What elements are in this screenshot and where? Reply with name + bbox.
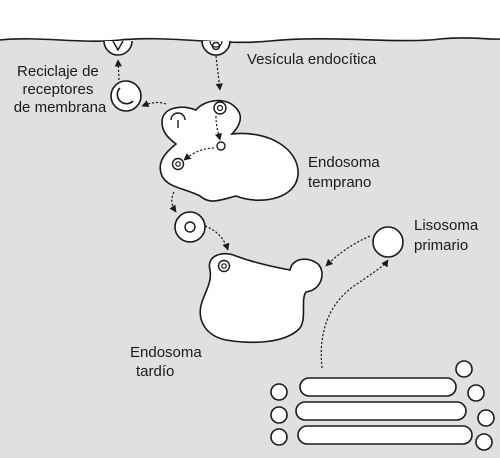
label-recycling: Reciclaje de receptores de membrana [14,63,107,116]
arrow-recycling-to-membrane [114,59,122,81]
label-endocytic-vesicle: Vesícula endocítica [247,51,377,68]
primary-lysosome [372,226,404,258]
label-late-endosome-line1: Endosoma [130,344,202,361]
arrow-pit-to-endosome [215,55,223,91]
plasma-membrane [0,37,500,44]
arrow-golgi-to-lysosome [320,259,389,369]
recycling-vesicle [110,80,142,112]
label-late-endosome-line2: tardío [136,363,174,380]
arrow-vesicle-to-late [204,225,230,251]
membrane-recycling-pit [103,40,133,56]
late-endosome [199,252,323,344]
arrow-internal-1 [214,115,222,141]
label-primary-lysosome-line2: primario [414,237,468,254]
label-primary-lysosome-line1: Lisosoma [414,217,479,234]
label-early-endosome-line2: temprano [308,174,371,191]
arrow-endosome-to-recycling [141,100,167,108]
membrane-endocytic-pit [201,40,231,56]
early-endosome [159,99,299,202]
arrow-endosome-to-vesicle [169,191,177,213]
cytoplasm-region [0,37,500,458]
label-early-endosome-line1: Endosoma [308,154,380,171]
arrow-internal-2 [183,147,215,161]
label-recycling-line3: de membrana [14,99,107,116]
label-late-endosome: Endosoma tardío [130,344,206,380]
golgi-apparatus [270,360,495,451]
label-early-endosome: Endosoma temprano [308,154,384,191]
arrow-lysosome-to-late [325,235,371,267]
transport-vesicle [174,211,206,243]
label-recycling-line1: Reciclaje de [17,63,99,80]
label-primary-lysosome: Lisosoma primario [414,217,482,254]
label-recycling-line2: receptores [22,81,93,98]
